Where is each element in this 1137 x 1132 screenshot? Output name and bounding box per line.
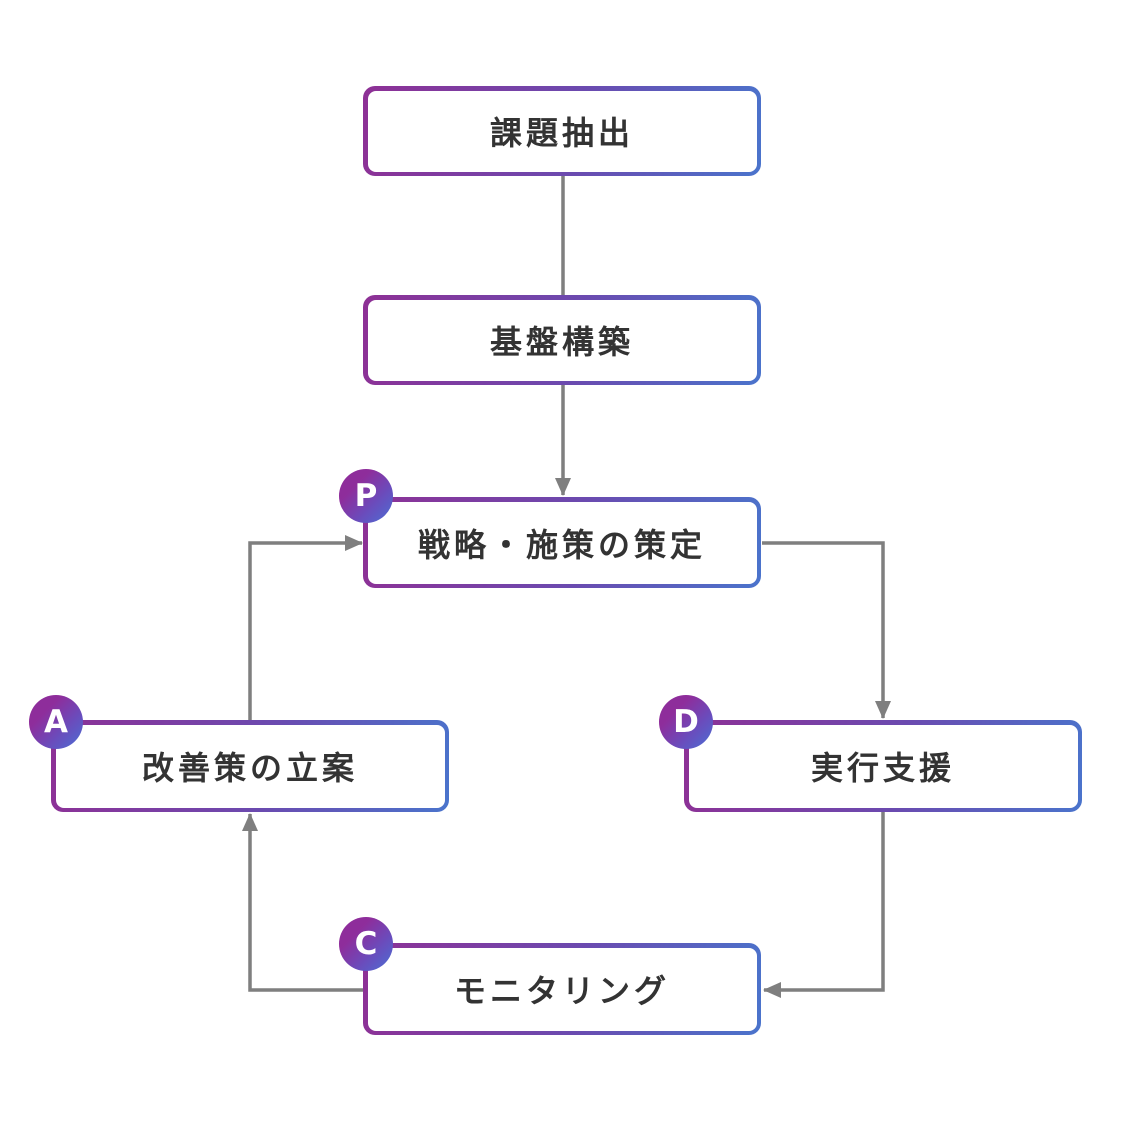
node-monitoring-body: モニタリング [367, 947, 757, 1031]
node-improvement-planning-label: 改善策の立案 [141, 749, 358, 787]
badge-act-letter: A [44, 703, 68, 740]
node-issue-extraction-label: 課題抽出 [489, 114, 634, 152]
node-execution-support: 実行支援 [684, 720, 1082, 812]
node-improvement-planning-body: 改善策の立案 [55, 724, 445, 808]
node-strategy-planning-label: 戦略・施策の策定 [417, 525, 706, 564]
node-monitoring: モニタリング [363, 943, 761, 1035]
node-execution-support-label: 実行支援 [810, 749, 955, 787]
node-monitoring-label: モニタリング [453, 972, 670, 1010]
badge-do-circle: D [659, 695, 713, 749]
connector-check-act [242, 813, 363, 992]
badge-check-letter: C [354, 925, 378, 962]
node-foundation-building-label: 基盤構築 [489, 323, 634, 361]
node-strategy-planning-body: 戦略・施策の策定 [367, 501, 757, 584]
node-execution-support-body: 実行支援 [688, 724, 1078, 808]
node-improvement-planning: 改善策の立案 [51, 720, 449, 812]
node-issue-extraction-body: 課題抽出 [367, 90, 757, 172]
node-strategy-planning: 戦略・施策の策定 [363, 497, 761, 588]
connector-do-check [763, 812, 885, 998]
node-issue-extraction: 課題抽出 [363, 86, 761, 176]
badge-plan-letter: P [354, 477, 378, 514]
badge-act-circle: A [29, 695, 83, 749]
badge-plan-circle: P [339, 469, 393, 523]
node-foundation-building-body: 基盤構築 [367, 299, 757, 381]
connector-plan-do [762, 541, 891, 719]
badge-do-letter: D [673, 703, 699, 740]
badge-check-circle: C [339, 917, 393, 971]
node-foundation-building: 基盤構築 [363, 295, 761, 385]
connector-act-plan [248, 535, 363, 720]
